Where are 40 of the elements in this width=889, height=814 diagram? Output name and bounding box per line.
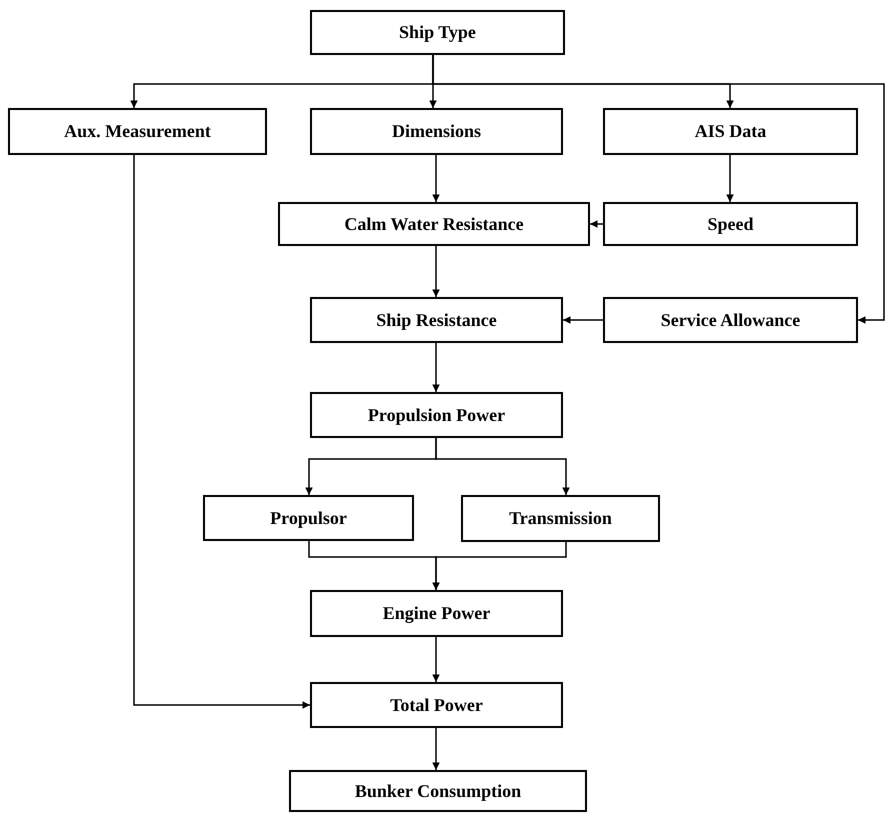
arrow (432, 728, 440, 770)
process-box (289, 770, 587, 812)
arrow (432, 542, 567, 590)
arrow (563, 316, 603, 324)
arrow (432, 246, 440, 297)
arrow (726, 155, 734, 202)
box-label: AIS Data (694, 121, 766, 142)
process-box (603, 108, 858, 155)
box-label: Engine Power (382, 603, 490, 624)
box-label: Bunker Consumption (354, 780, 522, 802)
process-box (461, 495, 660, 542)
process-box (603, 297, 858, 343)
process-box (310, 682, 563, 728)
arrow (590, 220, 603, 228)
process-box (603, 202, 858, 246)
arrow (432, 637, 440, 682)
box-label: Total Power (390, 694, 483, 716)
arrow (133, 155, 310, 709)
process-box (278, 202, 590, 246)
arrow (432, 155, 440, 202)
box-label: Service Allowance (660, 310, 800, 330)
box-label: Speed (707, 214, 754, 234)
box-label: Ship Resistance (376, 310, 497, 330)
arrow (435, 438, 570, 495)
process-box (310, 108, 563, 155)
process-box (310, 10, 565, 55)
process-box (310, 392, 563, 438)
arrow (432, 55, 885, 324)
box-label: Calm Water Resistance (344, 214, 524, 234)
process-box (203, 495, 414, 541)
box-label: Dimensions (392, 121, 481, 142)
arrow (432, 343, 440, 392)
box-label: Transmission (509, 508, 612, 529)
process-box (310, 590, 563, 637)
box-label: Propulsion Power (368, 404, 506, 426)
process-box (310, 297, 563, 343)
box-label: Aux. Measurement (64, 121, 211, 142)
process-box (8, 108, 267, 155)
box-label: Propulsor (270, 508, 347, 528)
box-label: Ship Type (399, 22, 476, 43)
